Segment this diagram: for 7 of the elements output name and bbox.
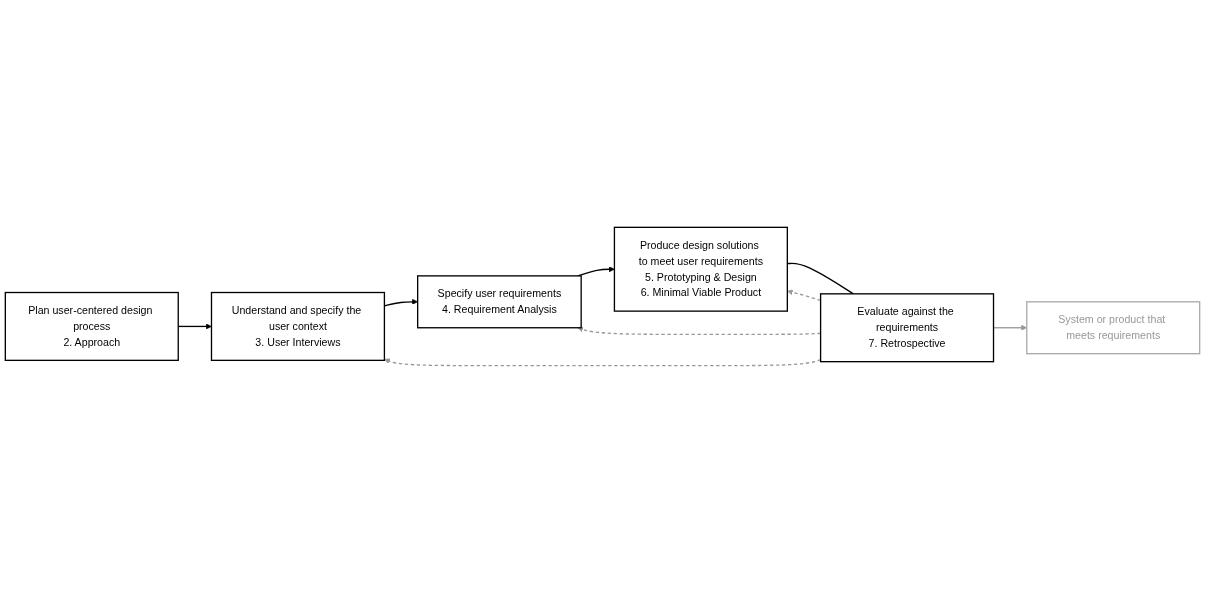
node-box: Understand and specify the user context 3. User Interviews	[210, 291, 386, 361]
node-box: System or product that meets requirements	[1026, 301, 1201, 355]
node-box: Plan user-centered design process 2. Approach	[4, 291, 179, 361]
node-box: Produce design solutions to meet user requirements 5. Prototyping & Design 6. Minimal Viable Product	[613, 226, 788, 312]
node-box: Evaluate against the requirements 7. Retrospective	[819, 293, 995, 363]
node-box: Specify user requirements 4. Requirement Analysis	[417, 275, 582, 329]
arrow	[384, 358, 822, 367]
